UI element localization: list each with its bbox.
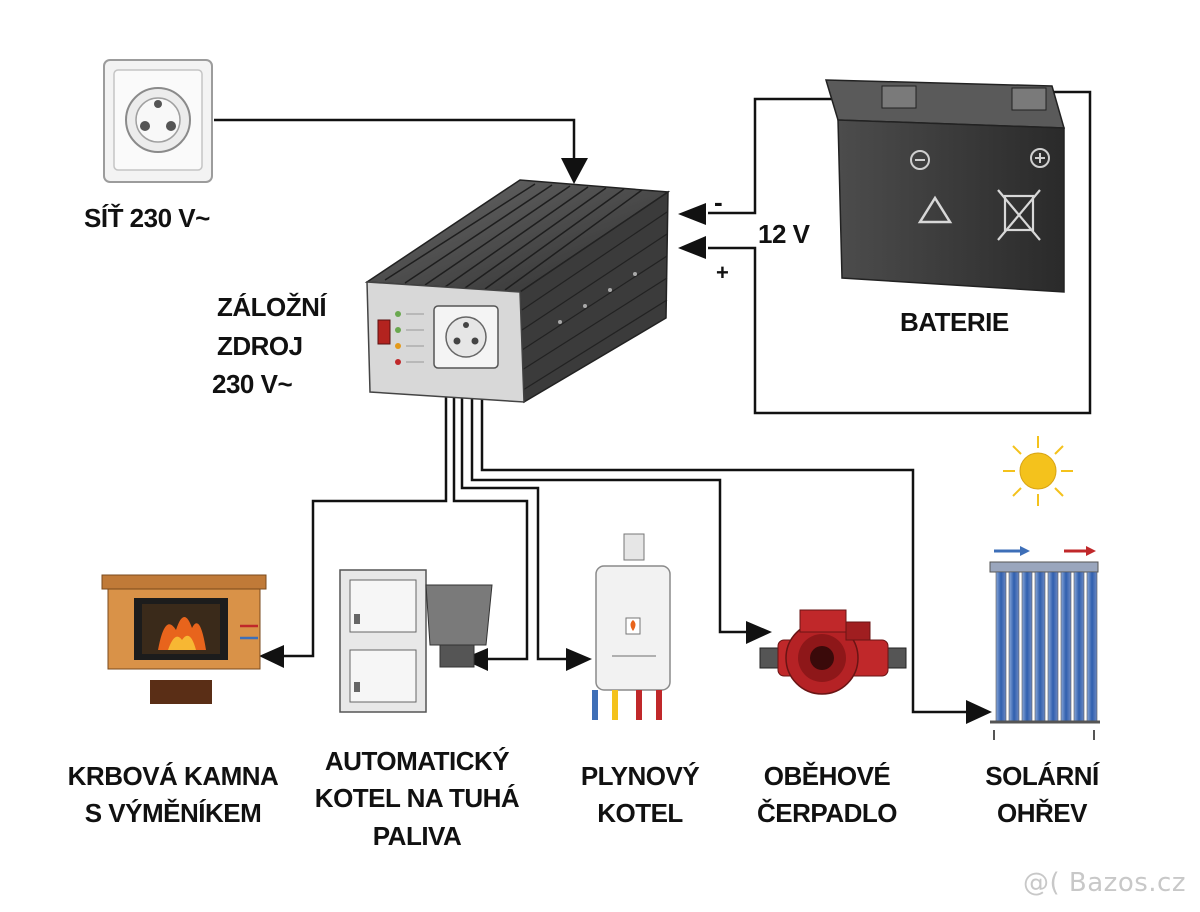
- label-ups-line3: 230 V~: [212, 369, 293, 399]
- arrow-solar: [966, 700, 992, 724]
- gas-boiler-icon: [592, 533, 671, 720]
- no-trash-icon: [997, 189, 1041, 241]
- label-plus: +: [716, 260, 729, 285]
- label-battery-voltage: 12 V: [758, 219, 810, 249]
- label-fireplace-line1: KRBOVÁ KAMNA: [67, 761, 279, 791]
- wall-socket-icon: [103, 59, 213, 183]
- sun-icon: [1003, 436, 1073, 506]
- label-pump-line1: OBĚHOVÉ: [763, 761, 891, 791]
- label-gas-line1: PLYNOVÝ: [580, 761, 700, 791]
- label-minus: -: [714, 187, 723, 217]
- label-boiler-line2: KOTEL NA TUHÁ: [314, 783, 520, 813]
- label-boiler-line1: AUTOMATICKÝ: [324, 746, 510, 776]
- label-grid: SÍŤ 230 V~: [84, 203, 210, 233]
- arrow-into-ups-plus: [678, 236, 706, 259]
- circulation-pump-icon: [759, 609, 907, 695]
- watermark: @( Bazos.cz: [1023, 868, 1186, 898]
- fireplace-icon: [101, 574, 267, 704]
- arrow-into-ups-minus: [678, 203, 706, 225]
- label-gas-line2: KOTEL: [597, 798, 683, 828]
- wire-grid-to-ups: [214, 118, 576, 165]
- wire-to-solar: [480, 370, 968, 714]
- label-solar-line2: OHŘEV: [997, 798, 1087, 828]
- label-boiler-line3: PALIVA: [372, 821, 462, 851]
- label-solar-line1: SOLÁRNÍ: [985, 761, 1099, 791]
- arrow-gas-boiler: [566, 648, 592, 671]
- wire-to-pump: [470, 370, 748, 634]
- battery-icon: [824, 79, 1066, 293]
- arrow-boiler: [462, 648, 488, 671]
- ups-inverter-icon: [364, 179, 671, 404]
- label-pump-line2: ČERPADLO: [757, 798, 897, 828]
- wire-to-boiler: [452, 370, 529, 661]
- solid-fuel-boiler-icon: [339, 569, 493, 713]
- arrow-into-ups-top: [561, 158, 588, 184]
- label-battery: BATERIE: [900, 307, 1009, 337]
- label-fireplace-line2: S VÝMĚNÍKEM: [84, 798, 262, 828]
- label-ups-line2: ZDROJ: [217, 331, 303, 361]
- arrow-pump: [746, 621, 772, 644]
- arrowheads: [259, 158, 992, 724]
- arrow-fireplace: [259, 645, 284, 668]
- solar-collector-icon: [989, 436, 1100, 740]
- label-ups-line1: ZÁLOŽNÍ: [217, 292, 327, 322]
- wire-battery-loop: [738, 90, 1092, 415]
- recycle-icon: [917, 195, 953, 224]
- wires: [214, 90, 1092, 714]
- wire-to-gas-boiler: [460, 370, 568, 661]
- wire-to-fireplace: [282, 370, 448, 658]
